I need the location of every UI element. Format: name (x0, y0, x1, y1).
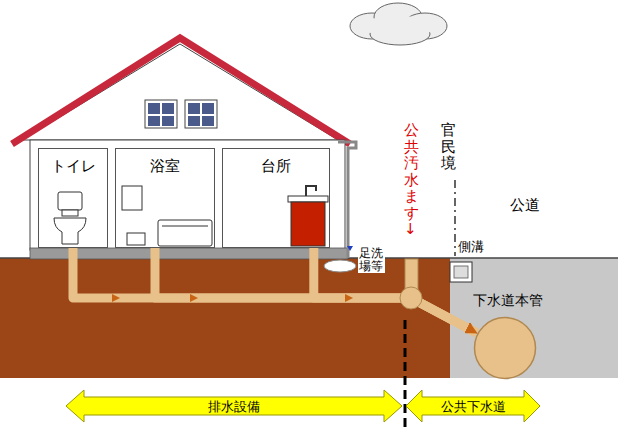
boundary-label: 官民境 (441, 122, 456, 172)
range-arrow (66, 390, 402, 422)
drain-pipe (155, 248, 477, 333)
range-label: 排水設備 (68, 398, 400, 416)
sewer-main: 下水道本管 (473, 316, 537, 380)
toilet-fixture (54, 192, 86, 244)
roof (12, 38, 350, 144)
sewer-main-pipe (473, 316, 537, 380)
flow-arrow (112, 294, 353, 302)
room-name: トイレ (39, 149, 107, 176)
drain-pipe (314, 248, 477, 333)
ground (0, 258, 450, 378)
window (145, 100, 177, 128)
window (185, 100, 217, 128)
bath-fixture (122, 186, 212, 246)
room-name: 台所 (223, 149, 329, 176)
room-box: 浴室 (115, 148, 215, 248)
gable (22, 44, 338, 140)
range-arrow (406, 390, 540, 422)
drain-pipe (73, 248, 477, 333)
pipe-name: 下水道本管 (473, 292, 543, 310)
road-label: 公道 (510, 196, 540, 215)
room-name: 浴室 (116, 149, 214, 176)
foot-wash-basin (324, 260, 356, 272)
boundary-line (404, 320, 407, 430)
side-ditch (450, 262, 472, 282)
range-label: 公共下水道 (406, 398, 540, 416)
kitchen-sink (288, 186, 328, 246)
boundary-line (454, 180, 456, 256)
downspout (338, 142, 356, 258)
sewer-main-pipe (475, 318, 536, 379)
masu-label: 公共汚水ます↓ (404, 122, 419, 238)
room-box: トイレ (38, 148, 108, 248)
public-masu (400, 287, 422, 309)
cloud (350, 3, 447, 45)
house-wall (30, 140, 345, 250)
road (450, 258, 618, 378)
room-box: 台所 (222, 148, 330, 248)
fixture-label: 足洗場等 (358, 247, 385, 273)
ditch-label: 側溝 (458, 238, 484, 256)
floor-slab (30, 248, 348, 259)
